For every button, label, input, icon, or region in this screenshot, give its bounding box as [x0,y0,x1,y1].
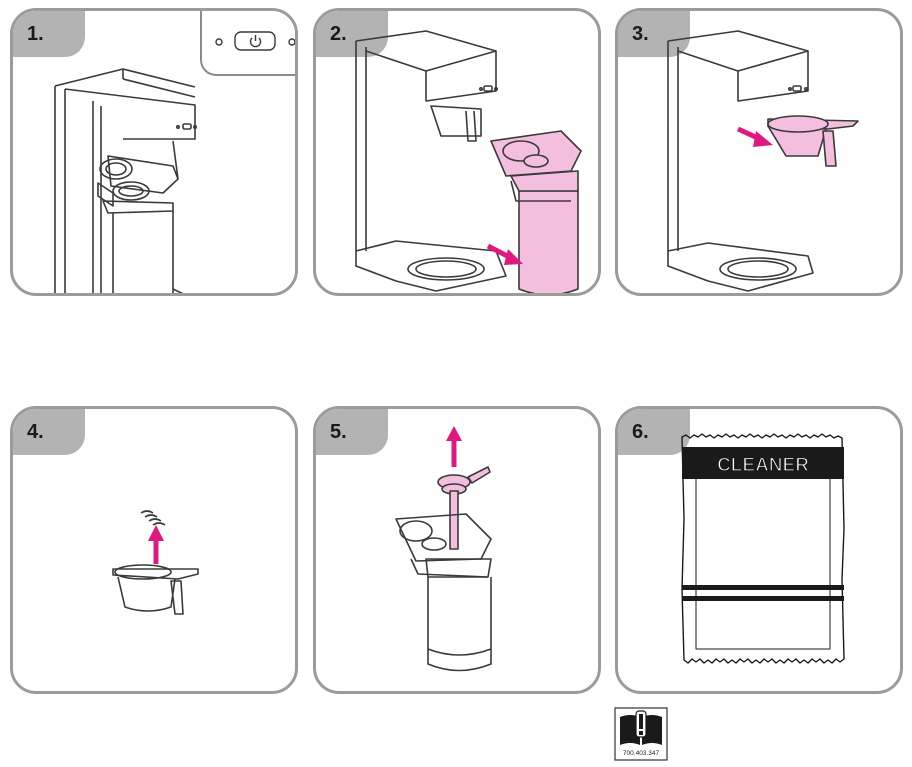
indicator-light-right [288,38,295,46]
remove-spray-head-illustration [112,510,199,615]
step-number: 1. [13,11,85,57]
coffee-machine-illustration [54,68,198,293]
warning-exclamation-icon [635,710,647,738]
arrow-right-icon [486,243,523,265]
spray-head-parts [140,510,166,526]
step-number: 2. [316,11,388,57]
manual-reference-icon: 700.403.347 [614,707,668,761]
power-switch-closeup [200,11,295,76]
remove-flask-illustration [355,30,582,293]
manual-code: 700.403.347 [623,750,660,757]
step-panel-4: 4. [10,406,298,694]
remove-filter-basket-illustration [667,30,859,292]
step-number: 6. [618,409,690,455]
step-panel-1: 1. [10,8,298,296]
power-button [234,31,276,51]
power-icon [249,35,262,48]
indicator-light-left [215,38,223,46]
step-panel-6: 6. CLEANER [615,406,903,694]
remove-flask-tube-illustration [395,426,492,672]
arrow-right-icon [736,126,773,147]
step-panel-2: 2. [313,8,601,296]
book-icon [620,715,662,745]
step-panel-3: 3. [615,8,903,296]
cleaner-label: CLEANER [717,455,809,476]
step-number: 4. [13,409,85,455]
arrow-up-icon [148,525,164,564]
step-panel-5: 5. [313,406,601,694]
step-number: 5. [316,409,388,455]
cleaner-packet-illustration: CLEANER [681,433,845,664]
cleaner-label-band [682,447,844,479]
arrow-up-icon [446,426,462,467]
